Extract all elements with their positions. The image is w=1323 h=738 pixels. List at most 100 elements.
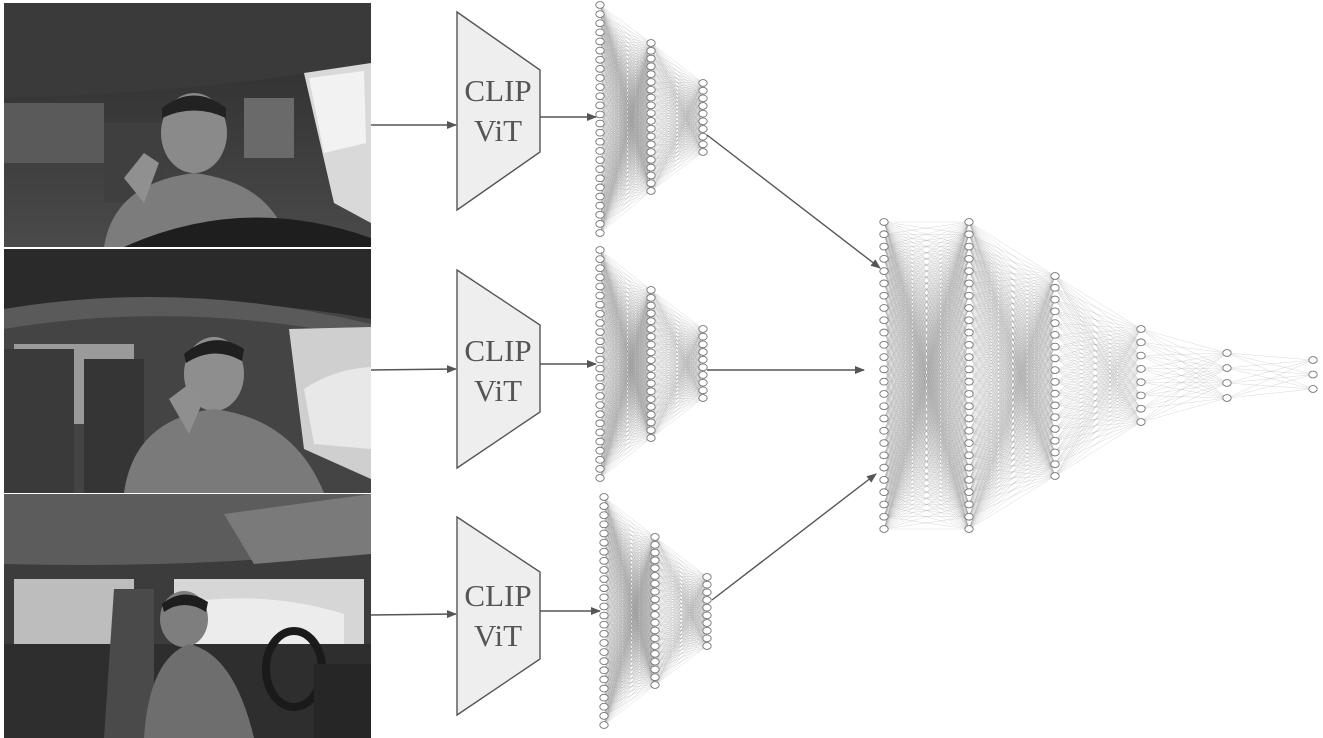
neuron-node — [599, 529, 609, 538]
connection-edge — [968, 320, 1056, 394]
neuron-node — [595, 282, 605, 291]
connection-edge — [968, 381, 1056, 444]
connection-edge — [1054, 334, 1142, 383]
neuron-node — [595, 128, 605, 137]
neuron-node — [698, 355, 708, 364]
neuron-node — [1136, 418, 1146, 426]
connection-edge — [599, 297, 652, 479]
connection-edge — [1054, 369, 1142, 383]
connection-edge — [1054, 358, 1142, 383]
connection-edge — [1054, 322, 1142, 409]
connection-edge — [603, 542, 656, 553]
connection-edge — [599, 367, 652, 479]
branch-mlp-3 — [599, 493, 712, 729]
connection-edge — [1054, 275, 1142, 330]
connection-edge — [968, 299, 1056, 321]
connection-edge — [883, 246, 970, 530]
connection-edge — [599, 13, 652, 59]
connection-edge — [968, 405, 1056, 444]
connection-edge — [654, 576, 708, 631]
neuron-node — [599, 547, 609, 556]
neuron-node — [595, 474, 605, 482]
neuron-node — [599, 666, 609, 675]
connection-edge — [1054, 408, 1142, 465]
connection-edge — [603, 544, 656, 726]
connection-edge — [968, 393, 1056, 444]
neuron-node — [879, 242, 889, 251]
connection-edge — [599, 286, 652, 298]
connection-edge — [599, 328, 652, 460]
connection-edge — [883, 221, 970, 345]
connection-edge — [1140, 328, 1228, 369]
connection-edge — [968, 320, 1056, 359]
connection-edge — [603, 552, 656, 698]
connection-edge — [599, 66, 652, 124]
connection-edge — [599, 42, 652, 206]
connection-edge — [1054, 369, 1142, 396]
connection-edge — [654, 576, 708, 584]
connection-edge — [599, 352, 652, 479]
connection-edge — [1054, 328, 1142, 383]
connection-edge — [1054, 342, 1142, 441]
connection-edge — [599, 297, 652, 451]
connection-edge — [1054, 382, 1142, 465]
connection-edge — [968, 311, 1056, 358]
connection-edge — [1054, 334, 1142, 396]
connection-edge — [603, 599, 656, 726]
neuron-node — [702, 634, 712, 643]
connection-edge — [603, 544, 656, 562]
connection-edge — [599, 42, 652, 60]
connection-edge — [650, 82, 704, 145]
connection-edge — [603, 536, 656, 698]
connection-edge — [599, 289, 652, 333]
neuron-node — [595, 147, 605, 155]
neuron-node — [650, 618, 660, 627]
connection-edge — [599, 422, 652, 479]
neuron-node — [698, 140, 708, 149]
connection-edge — [968, 346, 1056, 370]
connection-edge — [1140, 355, 1228, 399]
connection-edge — [603, 552, 656, 589]
connection-edge — [650, 328, 704, 376]
connection-edge — [1054, 381, 1142, 406]
connection-edge — [599, 105, 652, 234]
connection-edge — [603, 677, 656, 726]
connection-edge — [968, 356, 1056, 359]
connection-edge — [968, 275, 1056, 309]
connection-edge — [1054, 334, 1142, 356]
camera-view-dashboard — [4, 3, 371, 247]
neuron-node — [595, 355, 605, 364]
connection-edge — [1226, 352, 1314, 361]
connection-edge — [968, 418, 1056, 477]
neuron-node — [646, 395, 656, 403]
neuron-node — [650, 548, 660, 557]
connection-edge — [968, 275, 1056, 296]
neuron-node — [964, 242, 974, 251]
neuron-node — [964, 463, 974, 472]
connection-edge — [968, 332, 1056, 430]
connection-edge — [968, 370, 1056, 530]
connection-edge — [650, 328, 704, 337]
connection-edge — [1054, 275, 1142, 343]
connection-edge — [968, 307, 1056, 394]
connection-edge — [603, 622, 656, 726]
connection-edge — [1054, 287, 1142, 396]
connection-edge — [968, 311, 1056, 530]
neuron-node — [595, 101, 605, 110]
connection-edge — [603, 568, 656, 707]
neuron-node — [646, 70, 656, 79]
connection-edge — [1054, 311, 1142, 370]
connection-edge — [650, 82, 704, 122]
connection-edge — [968, 320, 1056, 324]
connection-edge — [599, 277, 652, 291]
neuron-node — [595, 273, 605, 282]
connection-edge — [968, 275, 1056, 480]
connection-edge — [968, 334, 1056, 345]
connection-edge — [650, 144, 704, 192]
connection-edge — [968, 287, 1056, 345]
connection-edge — [883, 234, 970, 530]
connection-edge — [883, 332, 970, 530]
connection-edge — [968, 440, 1056, 468]
connection-edge — [654, 560, 708, 578]
connection-edge — [599, 305, 652, 342]
